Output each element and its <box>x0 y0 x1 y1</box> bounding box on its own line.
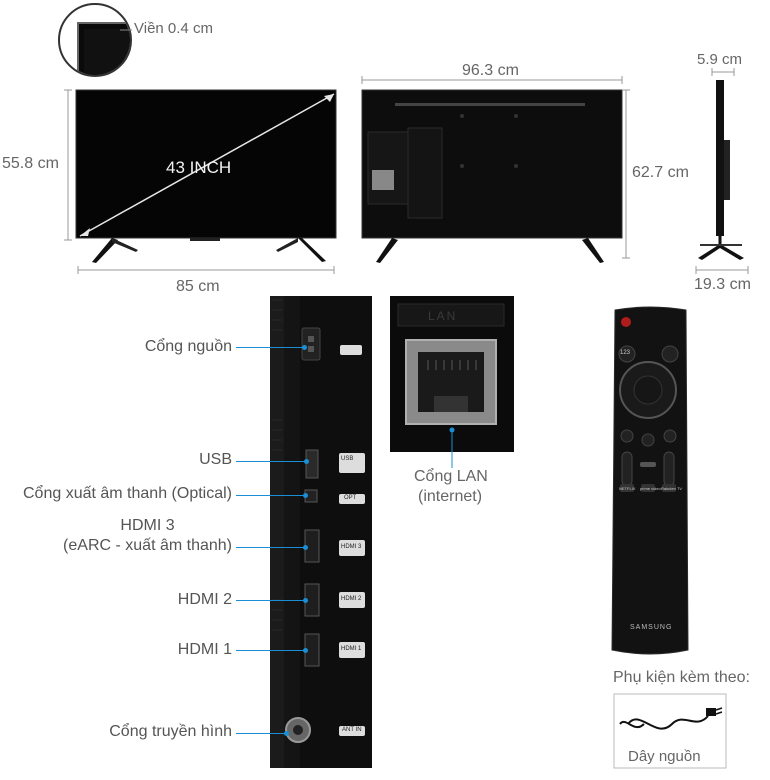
depth-top-label: 5.9 cm <box>697 51 743 68</box>
width-front-label: 85 cm <box>176 278 220 295</box>
leader-usb <box>236 459 309 464</box>
badge-optical: OPT <box>344 495 357 501</box>
port-panel <box>270 296 372 768</box>
back-dimension-lines <box>361 76 630 259</box>
tv-back <box>361 89 623 263</box>
port-label-antenna: Cổng truyền hình <box>109 723 232 740</box>
side-dimension-lines <box>695 68 749 274</box>
port-label-power: Cổng nguồn <box>144 338 232 355</box>
tv-front <box>75 89 337 263</box>
height-front-label: 55.8 cm <box>2 155 59 172</box>
diagonal-label: 43 INCH <box>166 158 232 177</box>
leader-antenna <box>236 731 289 736</box>
port-label-optical: Cổng xuất âm thanh (Optical) <box>23 485 232 502</box>
remote-brand: SAMSUNG <box>630 624 673 631</box>
badge-usb: USB <box>341 456 354 462</box>
accessory-box <box>613 693 727 769</box>
leader-hdmi2 <box>236 598 308 603</box>
port-label-hdmi3: HDMI 3 (eARC - xuất âm thanh) <box>63 516 232 556</box>
accessories-title: Phụ kiện kèm theo: <box>613 669 750 686</box>
remote-btn-netflix: NETFLIX <box>619 486 636 491</box>
width-back-label: 96.3 cm <box>462 62 519 79</box>
leader-hdmi1 <box>236 648 308 653</box>
depth-stand-label: 19.3 cm <box>694 276 751 293</box>
lan-port-text: LAN <box>428 309 458 323</box>
port-label-hdmi3-line1: HDMI 3 <box>120 517 175 534</box>
remote-btn-123: 123 <box>620 350 631 356</box>
leader-optical <box>236 493 308 498</box>
leader-power <box>236 345 307 350</box>
remote-control <box>611 306 689 655</box>
badge-antenna: ANT IN <box>342 727 362 733</box>
remote-btn-rakuten: Rakuten TV <box>661 486 683 491</box>
height-back-label: 62.7 cm <box>632 164 689 181</box>
bezel-zoom <box>58 3 132 77</box>
tv-side <box>698 80 744 260</box>
lan-label-line2: (internet) <box>418 488 483 505</box>
badge-hdmi3: HDMI 3 <box>341 544 362 550</box>
bezel-label: Viền 0.4 cm <box>134 20 213 37</box>
badge-hdmi1: HDMI 1 <box>341 646 362 652</box>
port-label-hdmi3-line2: (eARC - xuất âm thanh) <box>63 537 232 554</box>
remote-btn-prime: prime video <box>640 486 661 491</box>
port-label-hdmi1: HDMI 1 <box>177 641 232 658</box>
port-label-hdmi2: HDMI 2 <box>177 591 232 608</box>
badge-hdmi2: HDMI 2 <box>341 596 362 602</box>
port-label-usb: USB <box>199 451 232 468</box>
lan-label-line1: Cổng LAN <box>414 468 488 485</box>
leader-hdmi3 <box>236 545 308 550</box>
lan-closeup <box>390 296 514 468</box>
accessory-power-cord: Dây nguồn <box>628 748 701 765</box>
front-dimension-lines <box>64 89 335 274</box>
